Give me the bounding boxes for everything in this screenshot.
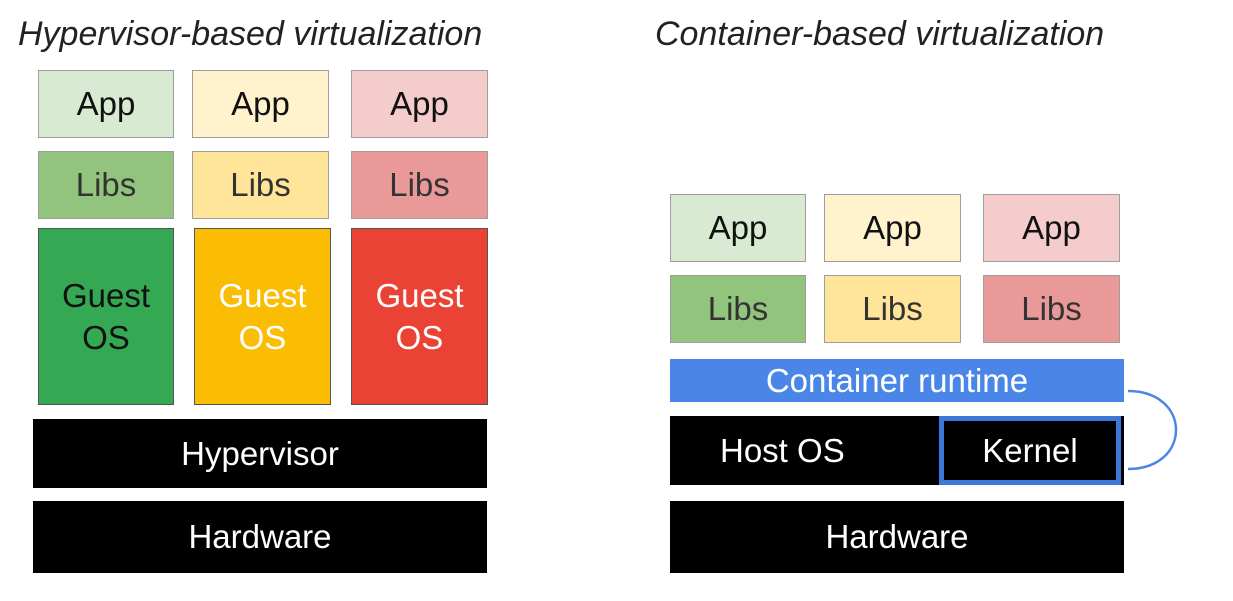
ct-hardware-bar: Hardware [670, 501, 1124, 573]
hv-app-green: App [38, 70, 174, 138]
ct-app-yellow: App [824, 194, 961, 262]
hypervisor-title: Hypervisor-based virtualization [18, 15, 483, 53]
hv-app-red: App [351, 70, 488, 138]
host-os-label: Host OS [720, 432, 845, 469]
ct-libs-yellow: Libs [824, 275, 961, 343]
hypervisor-bar: Hypervisor [33, 419, 487, 488]
kernel-box: Kernel [939, 416, 1121, 485]
hv-hardware-bar: Hardware [33, 501, 487, 573]
hv-guest-os-green: Guest OS [38, 228, 174, 405]
hv-guest-os-yellow: Guest OS [194, 228, 331, 405]
hv-app-yellow: App [192, 70, 329, 138]
ct-libs-green: Libs [670, 275, 806, 343]
container-runtime-bar: Container runtime [670, 359, 1124, 402]
hv-libs-red: Libs [351, 151, 488, 219]
hv-guest-os-red: Guest OS [351, 228, 488, 405]
ct-app-green: App [670, 194, 806, 262]
ct-libs-red: Libs [983, 275, 1120, 343]
container-title: Container-based virtualization [655, 15, 1105, 53]
hv-libs-yellow: Libs [192, 151, 329, 219]
ct-app-red: App [983, 194, 1120, 262]
hv-libs-green: Libs [38, 151, 174, 219]
